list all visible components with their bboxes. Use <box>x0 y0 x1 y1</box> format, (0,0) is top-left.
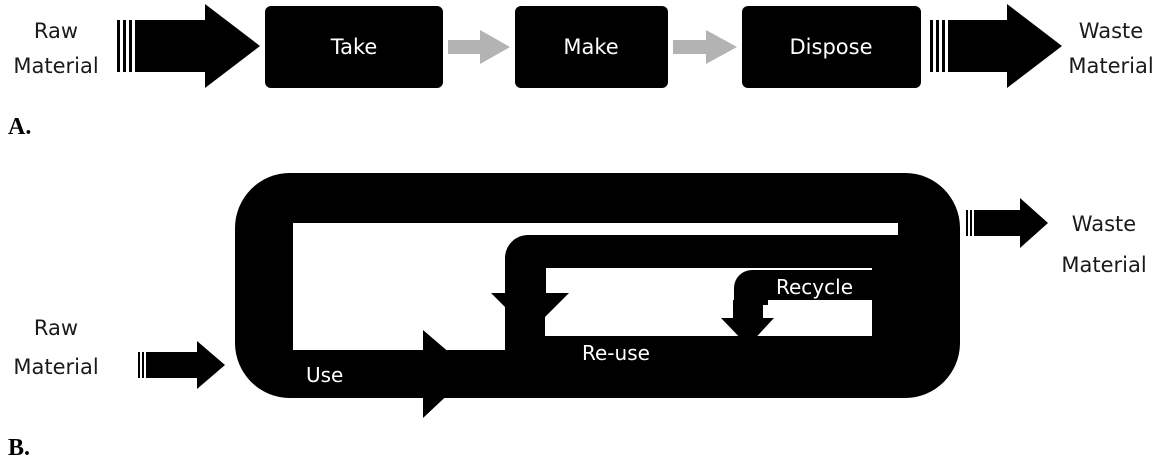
make-to-dispose-arrow <box>673 30 737 64</box>
b-output-arrow-body <box>974 198 1048 248</box>
b-output-arrow-stripe <box>970 210 972 236</box>
panel-a-linear-flow: Raw Material Take Make Dispose Waste <box>8 4 1154 140</box>
recycle-loop-band <box>734 270 872 305</box>
b-input-arrow-stripe <box>138 352 140 378</box>
a-raw-material-label-line1: Raw <box>34 19 78 43</box>
b-waste-material-label-line1: Waste <box>1072 212 1136 236</box>
take-box <box>265 6 443 88</box>
a-output-arrow-stripe <box>942 20 945 72</box>
a-output-arrow-stripe <box>930 20 933 72</box>
a-waste-material-label-line1: Waste <box>1079 19 1143 43</box>
b-input-arrow <box>138 341 225 389</box>
a-input-arrow-stripe <box>129 20 132 72</box>
b-raw-material-label-line1: Raw <box>34 316 78 340</box>
recycle-label: Recycle <box>776 275 853 299</box>
b-waste-material-label-line2: Material <box>1061 253 1146 277</box>
b-input-arrow-stripe <box>142 352 144 378</box>
a-waste-material-label-line2: Material <box>1068 54 1153 78</box>
b-raw-material-label-line2: Material <box>13 355 98 379</box>
use-right-arrow <box>358 330 472 418</box>
a-output-arrow <box>930 4 1062 88</box>
dispose-box <box>742 6 921 88</box>
make-label: Make <box>563 35 618 59</box>
panel-b-label: B. <box>8 435 30 461</box>
panel-b-circular-flow: Raw Material Use Re-use Recycle W <box>8 173 1147 461</box>
take-label: Take <box>330 35 378 59</box>
a-input-arrow-stripe <box>117 20 120 72</box>
a-raw-material-label-line2: Material <box>13 54 98 78</box>
recycle-down-arrow <box>721 300 774 346</box>
b-input-arrow-body <box>146 341 225 389</box>
panel-a-label: A. <box>8 114 31 140</box>
a-input-arrow-body <box>135 4 260 88</box>
make-box <box>515 6 668 88</box>
b-output-arrow <box>966 198 1048 248</box>
a-input-arrow <box>117 4 260 88</box>
dispose-label: Dispose <box>790 35 873 59</box>
use-label: Use <box>306 363 343 387</box>
reuse-down-arrow <box>491 262 569 332</box>
reuse-label: Re-use <box>582 341 650 365</box>
b-output-arrow-stripe <box>966 210 968 236</box>
a-input-arrow-stripe <box>123 20 126 72</box>
a-output-arrow-stripe <box>936 20 939 72</box>
a-output-arrow-body <box>948 4 1062 88</box>
take-to-make-arrow <box>448 30 510 64</box>
